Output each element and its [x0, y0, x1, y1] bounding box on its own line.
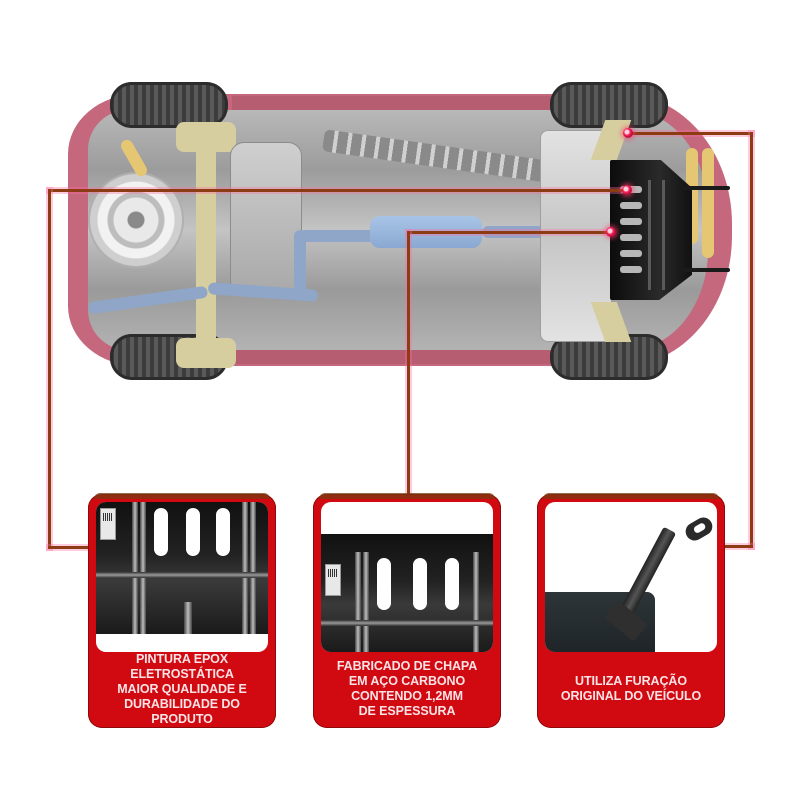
black-steel-plate [321, 534, 493, 652]
car-side-sill-top [232, 96, 612, 110]
engine-protector-skid-plate [610, 160, 692, 300]
fuel-tank [230, 142, 302, 294]
plate-rib [363, 552, 369, 652]
photo-bracket-closeup [545, 502, 717, 652]
plate-rib [140, 502, 146, 634]
callout-dot-epox [622, 185, 632, 195]
plate-rib [321, 620, 493, 626]
callout-dot-chapa [606, 227, 616, 237]
black-steel-plate [96, 502, 268, 634]
connector-line-chapa-vertical [407, 231, 410, 495]
connector-line-furacao-horizontal [628, 132, 753, 135]
connector-line-epox-vertical [48, 189, 51, 549]
barcode-label-icon [100, 508, 116, 540]
skid-rib [662, 180, 665, 290]
skid-slot [620, 266, 642, 273]
feature-caption-original-holes: UTILIZA FURAÇÃO ORIGINAL DO VEÍCULO [560, 674, 702, 703]
plate-rib [242, 502, 248, 634]
feature-caption-epox: PINTURA EPOX ELETROSTÁTICA MAIOR QUALIDA… [117, 651, 247, 726]
feature-panel-original-holes: UTILIZA FURAÇÃO ORIGINAL DO VEÍCULO [537, 493, 725, 728]
slot-hole [154, 508, 168, 556]
plate-rib [184, 602, 192, 634]
skid-slot [620, 218, 642, 225]
barcode-label-icon [325, 564, 341, 596]
slot-hole [413, 558, 427, 610]
skid-rib [648, 180, 651, 290]
feature-panel-carbon-steel: FABRICADO DE CHAPA EM AÇO CARBONO CONTEN… [313, 493, 501, 728]
connector-line-furacao-vertical [750, 132, 753, 548]
connector-line-chapa-horizontal [407, 231, 611, 234]
skid-mount-bar-bottom [682, 268, 730, 272]
spare-tire [88, 172, 184, 268]
car-side-sill-bottom [232, 350, 612, 364]
rear-wheel-top [110, 82, 228, 128]
callout-dot-furacao [623, 128, 633, 138]
exhaust-pipe-front [298, 230, 378, 242]
skid-slot [620, 234, 642, 241]
photo-plate-closeup [96, 502, 268, 652]
plate-rib [355, 552, 361, 652]
plate-rib [96, 572, 268, 578]
plate-rib [473, 552, 479, 652]
car-underside-illustration [62, 80, 742, 380]
slot-hole [445, 558, 459, 610]
photo-plate-closeup [321, 502, 493, 652]
front-exhaust-manifold-2 [702, 148, 714, 258]
slot-hole [186, 508, 200, 556]
slot-hole [216, 508, 230, 556]
plate-rib [250, 502, 256, 634]
slot-hole [377, 558, 391, 610]
feature-panel-epox-paint: PINTURA EPOX ELETROSTÁTICA MAIOR QUALIDA… [88, 493, 276, 728]
connector-line-furacao-to-panel [722, 545, 753, 548]
exhaust-pipe-bend [294, 230, 306, 294]
connector-line-epox-horizontal [48, 189, 628, 192]
mounting-hole-icon [682, 514, 716, 544]
connector-line-epox-to-panel [48, 546, 90, 549]
feature-caption-carbon-steel: FABRICADO DE CHAPA EM AÇO CARBONO CONTEN… [336, 659, 478, 718]
skid-slot [620, 250, 642, 257]
skid-mount-bar-top [682, 186, 730, 190]
plate-rib [132, 502, 138, 634]
skid-slot [620, 202, 642, 209]
rear-axle [176, 122, 236, 368]
